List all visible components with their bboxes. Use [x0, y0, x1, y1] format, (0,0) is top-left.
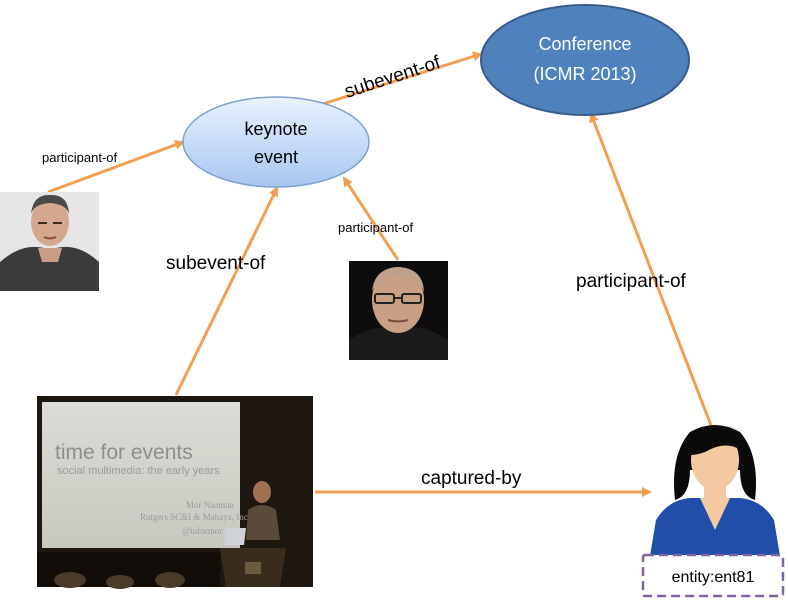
- user-avatar-icon: [650, 425, 780, 556]
- speaker-2-photo: [349, 261, 448, 360]
- edge-label-keynote-to-conference: subevent-of: [342, 52, 444, 103]
- keynote-label-line2: event: [254, 147, 298, 167]
- slide-subtitle: social multimedia: the early years: [57, 465, 220, 477]
- entity-label-box: entity:ent81: [641, 553, 785, 598]
- slide-author: Mor Naaman: [186, 500, 234, 510]
- edge-label-entity-to-conference: participant-of: [576, 271, 687, 292]
- conference-label-line2: (ICMR 2013): [533, 64, 636, 84]
- edge-photo-to-keynote: [174, 186, 279, 396]
- keynote-node: keynote event: [182, 96, 370, 188]
- edge-label-photo-to-keynote: subevent-of: [166, 253, 266, 274]
- conference-label-line1: Conference: [538, 34, 631, 54]
- projection-screen: [42, 402, 240, 548]
- edge-entity-to-conference: [589, 112, 714, 429]
- speaker-1-photo: [0, 192, 99, 291]
- keynote-label-line1: keynote: [244, 119, 307, 139]
- edge-keynote-to-conference: [309, 51, 483, 110]
- event-photo: time for events social multimedia: the e…: [37, 396, 313, 589]
- slide-affiliation: Rutgers SC&I & Mahaya, Inc.: [140, 512, 250, 522]
- conference-node: Conference (ICMR 2013): [480, 4, 690, 116]
- edge-label-speaker1-to-keynote: participant-of: [42, 150, 118, 165]
- slide-title: time for events: [55, 441, 193, 464]
- entity-label: entity:ent81: [672, 569, 755, 586]
- slide-handle: @informor: [182, 526, 222, 536]
- edge-label-speaker2-to-keynote: participant-of: [338, 220, 414, 235]
- edge-label-photo-to-entity: captured-by: [421, 468, 522, 489]
- edge-speaker2-to-keynote: [342, 176, 400, 261]
- edges: [47, 51, 714, 497]
- edge-speaker1-to-keynote: [47, 140, 185, 194]
